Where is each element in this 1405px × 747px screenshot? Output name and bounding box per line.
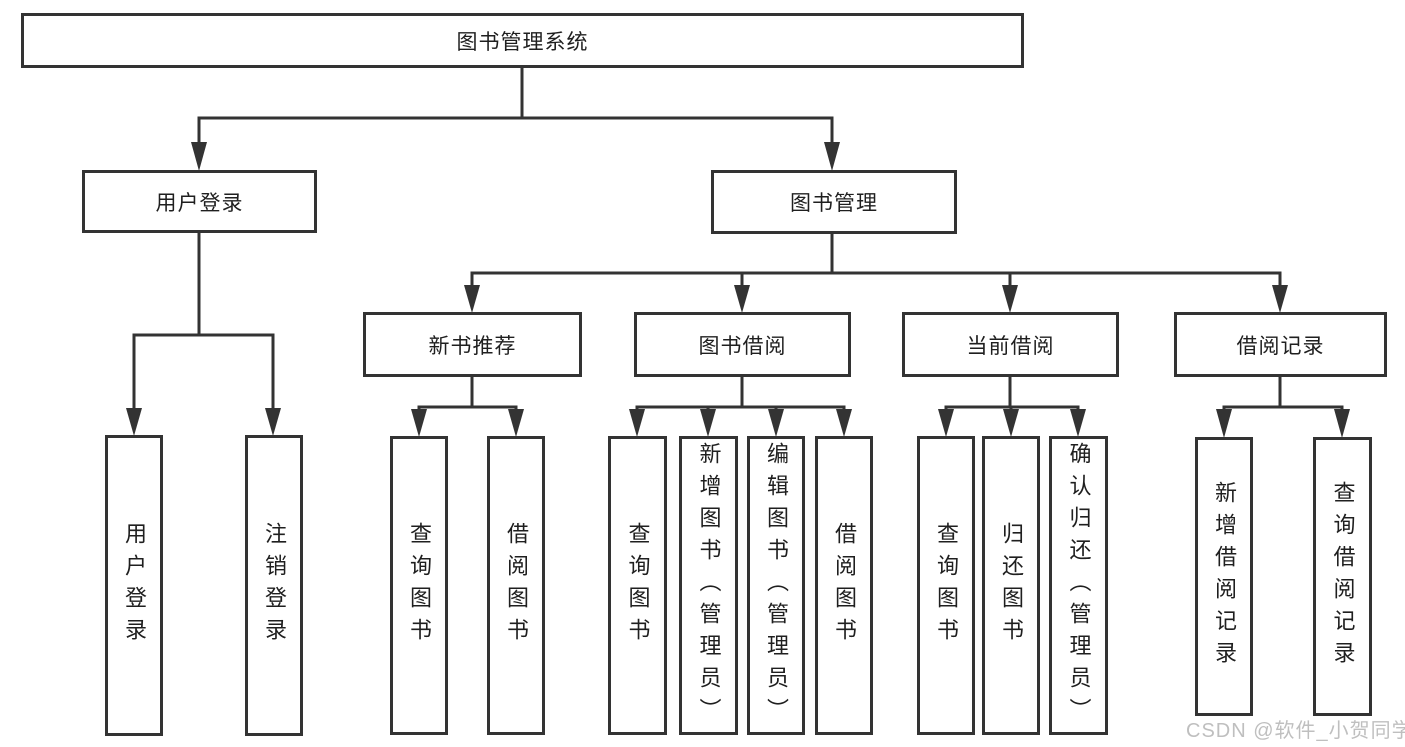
node-borrowing-query-books: 查询图书 xyxy=(608,436,667,735)
node-label: 借阅记录 xyxy=(1236,334,1325,358)
watermark: CSDN @软件_小贺同学 xyxy=(1186,720,1405,742)
node-label: 归还图书 xyxy=(999,521,1024,650)
node-new-book-recommend: 新书推荐 xyxy=(363,312,582,377)
node-records-query-borrow-record: 查询借阅记录 xyxy=(1313,437,1372,716)
node-leaf-logout: 注销登录 xyxy=(245,435,303,736)
node-book-borrowing: 图书借阅 xyxy=(634,312,851,377)
node-label: 查询借阅记录 xyxy=(1330,480,1356,673)
node-label: 查询图书 xyxy=(625,521,651,650)
node-borrowing-borrow-books: 借阅图书 xyxy=(815,436,873,735)
node-borrowing-edit-books-admin: 编辑图书（管理员） xyxy=(747,436,805,735)
node-leaf-user-login: 用户登录 xyxy=(105,435,163,736)
node-label: 借阅图书 xyxy=(832,521,857,650)
node-book-management-system: 图书管理系统 xyxy=(21,13,1024,68)
node-borrowing-records: 借阅记录 xyxy=(1174,312,1387,377)
node-records-add-borrow-record: 新增借阅记录 xyxy=(1195,437,1253,716)
node-book-management: 图书管理 xyxy=(711,170,957,234)
node-user-login: 用户登录 xyxy=(82,170,317,233)
node-label: 确认归还（管理员） xyxy=(1066,441,1092,730)
node-current-return-books: 归还图书 xyxy=(982,436,1040,735)
node-recommend-borrow-books: 借阅图书 xyxy=(487,436,545,735)
node-recommend-query-books: 查询图书 xyxy=(390,436,448,735)
node-current-confirm-return-admin: 确认归还（管理员） xyxy=(1049,436,1108,735)
node-label: 查询图书 xyxy=(934,521,959,650)
node-label: 图书管理系统 xyxy=(456,30,589,54)
node-current-borrowing: 当前借阅 xyxy=(902,312,1119,377)
node-label: 编辑图书（管理员） xyxy=(764,441,789,730)
node-label: 用户登录 xyxy=(122,521,147,650)
node-label: 图书管理 xyxy=(790,192,878,215)
node-current-query-books: 查询图书 xyxy=(917,436,975,735)
node-label: 新增图书（管理员） xyxy=(696,441,722,730)
node-label: 新增借阅记录 xyxy=(1212,480,1237,673)
node-label: 用户登录 xyxy=(155,191,244,215)
node-label: 注销登录 xyxy=(262,521,287,650)
node-label: 图书借阅 xyxy=(698,334,787,358)
node-label: 借阅图书 xyxy=(504,521,529,650)
node-borrowing-add-books-admin: 新增图书（管理员） xyxy=(679,436,738,735)
node-label: 新书推荐 xyxy=(428,334,517,358)
node-label: 查询图书 xyxy=(407,521,432,650)
node-label: 当前借阅 xyxy=(966,334,1055,358)
